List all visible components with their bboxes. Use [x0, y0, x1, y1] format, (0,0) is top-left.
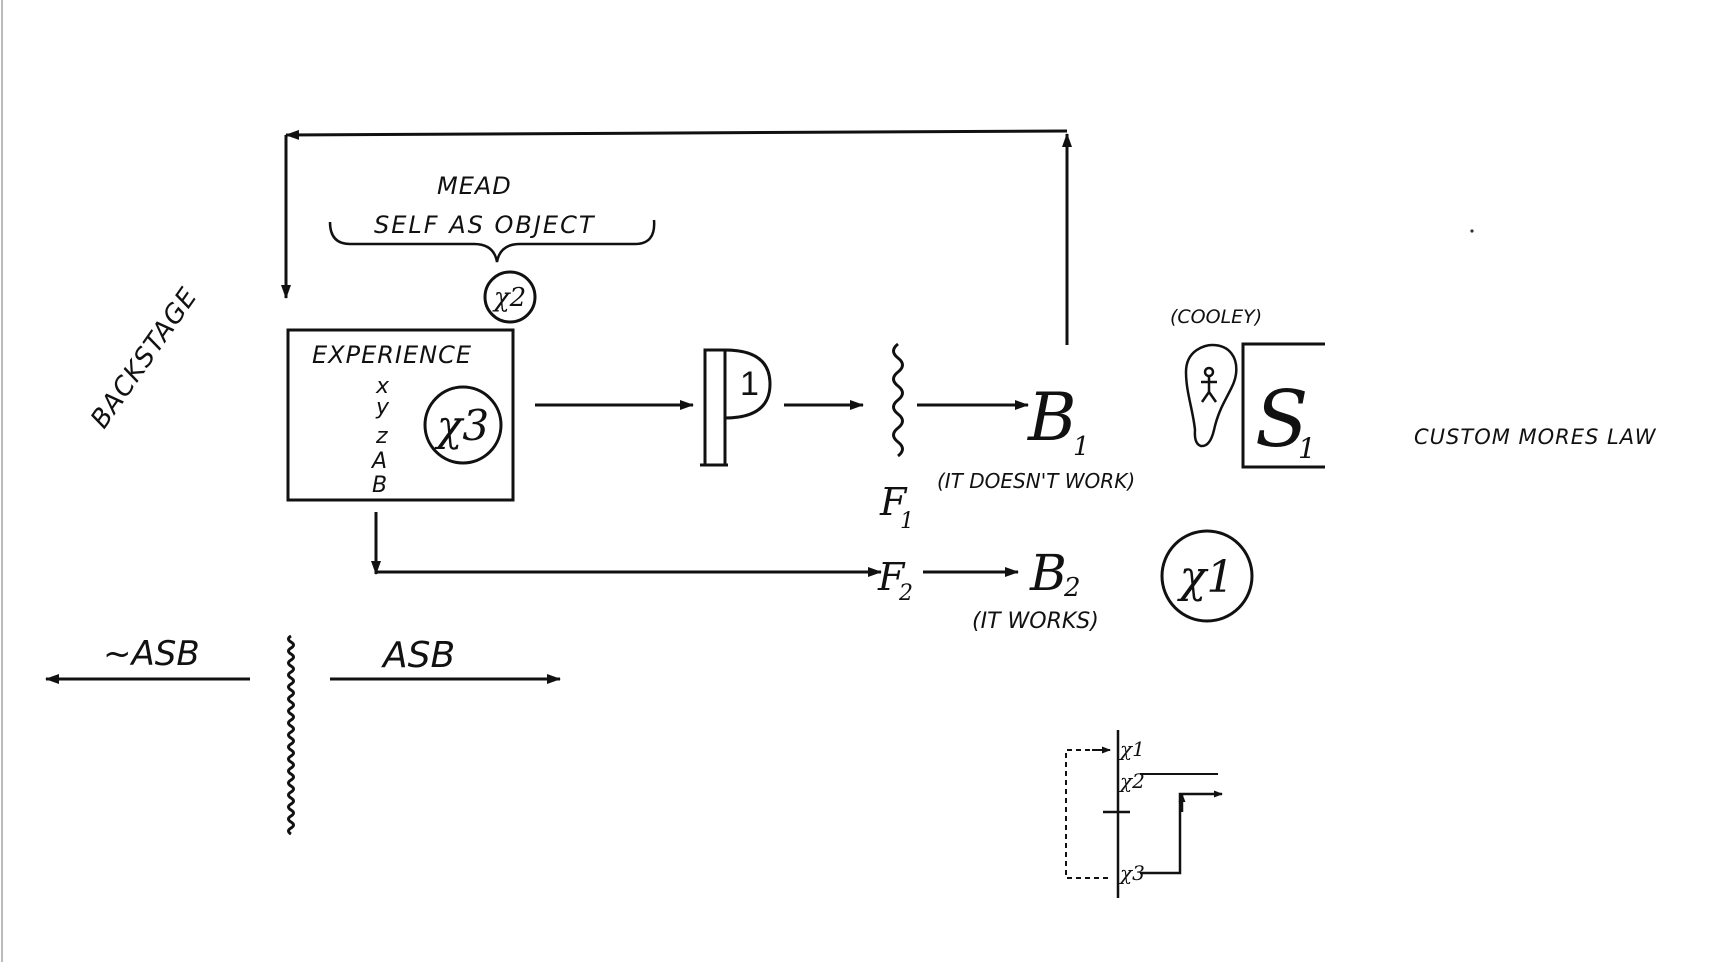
- b2-note: (IT WORKS): [972, 609, 1099, 634]
- b1-label: B: [1027, 379, 1077, 456]
- experience-label: EXPERIENCE: [312, 341, 472, 369]
- backstage-label: BACKSTAGE: [85, 282, 204, 434]
- b1-sub: 1: [1073, 432, 1090, 462]
- small-x2-label: χ2: [1118, 769, 1145, 793]
- experience-box: [286, 328, 515, 502]
- self-as-object-label: SELF AS OBJECT: [374, 211, 596, 239]
- b1-note: (IT DOESN'T WORK): [937, 469, 1135, 493]
- x1-label: χ1: [1177, 552, 1235, 603]
- not-asb-label: ~ASB: [103, 634, 200, 674]
- p1-symbol: 1: [700, 348, 772, 467]
- asb-wavy-barrier: [287, 634, 295, 836]
- s1-bracket: [1241, 342, 1325, 469]
- f1-sub: 1: [900, 509, 914, 534]
- experience-var: B: [372, 473, 387, 498]
- cooley-label: (COOLEY): [1170, 306, 1262, 328]
- f2-sub: 2: [898, 581, 913, 606]
- p1-sub: 1: [740, 365, 759, 403]
- feedback-loop-arrows: [281, 129, 1072, 345]
- s1-sub: 1: [1298, 432, 1316, 465]
- experience-var: y: [375, 395, 390, 420]
- lower-path-arrows: [371, 512, 1019, 577]
- b2-label: B: [1029, 544, 1067, 602]
- experience-var: A: [370, 449, 387, 474]
- x2-circle: [483, 270, 537, 324]
- custom-mores-law-label: CUSTOM MORES LAW: [1414, 425, 1657, 449]
- f2-label: F: [877, 555, 906, 599]
- small-x1-label: χ1: [1118, 737, 1145, 761]
- experience-var: x: [375, 374, 390, 399]
- small-x3-label: χ3: [1118, 861, 1145, 885]
- s1-label: S: [1255, 375, 1308, 465]
- mead-label: MEAD: [437, 172, 512, 200]
- self-as-object-brace: [328, 219, 656, 263]
- lightbulb-person-icon: [1184, 343, 1238, 448]
- experience-var: z: [375, 424, 388, 449]
- x2-label: χ2: [492, 283, 526, 313]
- f1-label: F: [879, 480, 908, 524]
- b2-sub: 2: [1063, 573, 1081, 603]
- asb-label: ASB: [381, 635, 455, 676]
- x3-label: χ3: [434, 401, 489, 450]
- small-timeline-diagram: χ1 χ2 χ3: [1065, 730, 1223, 898]
- x1-circle: [1160, 529, 1254, 623]
- experience-variables: x y z A B: [370, 374, 390, 498]
- x3-circle: [423, 385, 503, 465]
- wavy-barrier-f1: [892, 342, 904, 458]
- stray-dot: [1470, 229, 1474, 233]
